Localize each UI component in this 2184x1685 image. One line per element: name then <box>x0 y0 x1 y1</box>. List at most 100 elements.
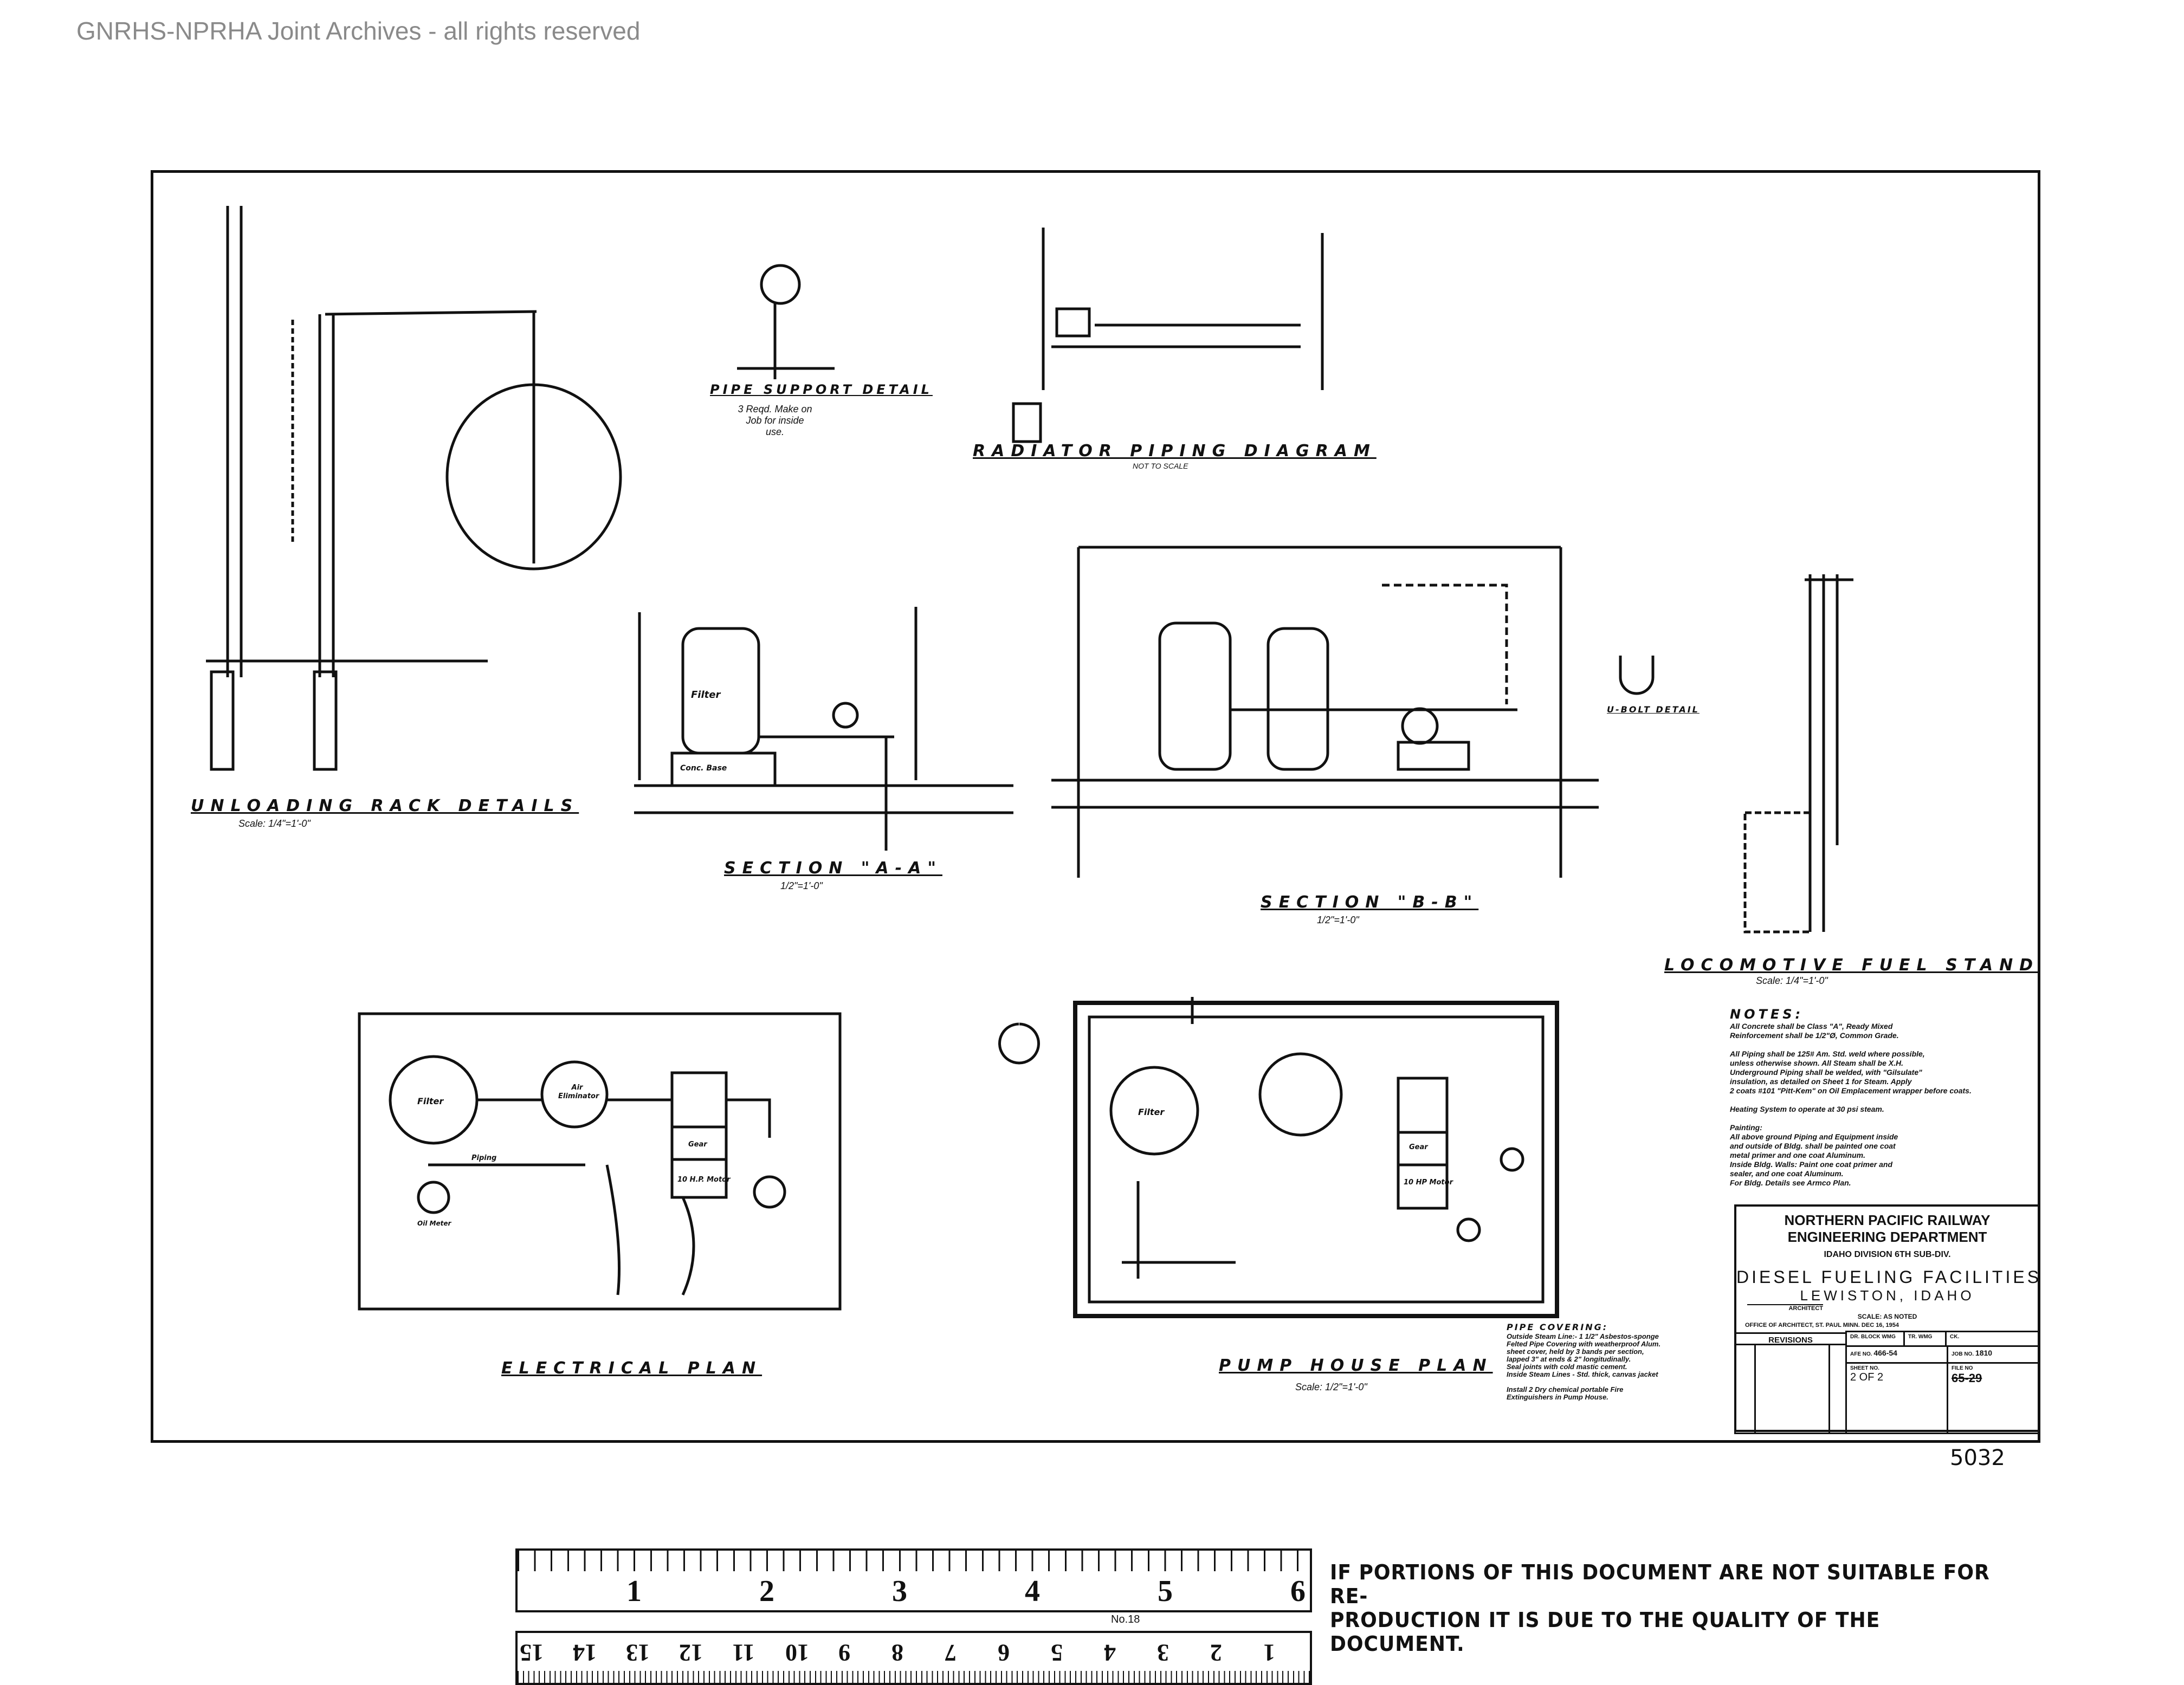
inch-number: 5 <box>1158 1574 1173 1608</box>
inch-number: 1 <box>626 1574 642 1608</box>
conc-base-label: Conc. Base <box>680 764 727 773</box>
afe-value: 466-54 <box>1873 1349 1897 1357</box>
unloading-rack-scale: Scale: 1/4"=1'-0" <box>238 818 311 829</box>
note-line: Inside Bldg. Walls: Paint one coat prime… <box>1730 1160 1893 1169</box>
pipe-support-title: PIPE SUPPORT DETAIL <box>710 382 933 397</box>
section-aa-scale: 1/2"=1'-0" <box>780 880 823 891</box>
inch-ruler <box>515 1548 1312 1612</box>
pipe-support-drawing <box>737 264 835 379</box>
cm-number: 14 <box>573 1639 597 1666</box>
pipe-covering-line: Outside Steam Line:- 1 1/2" Asbestos-spo… <box>1507 1332 1659 1340</box>
note-line: Reinforcement shall be 1/2"Ø, Common Gra… <box>1730 1031 1899 1040</box>
drawn-by: DR. BLOCK WMG <box>1845 1331 1905 1347</box>
project-title: DIESEL FUELING FACILITIES <box>1736 1267 2042 1287</box>
note-line: All Concrete shall be Class "A", Ready M… <box>1730 1022 1893 1031</box>
inch-number: 3 <box>892 1574 907 1608</box>
radiator-piping-scale: NOT TO SCALE <box>1133 462 1188 470</box>
division: IDAHO DIVISION 6TH SUB-DIV. <box>1824 1250 1951 1259</box>
cm-number: 11 <box>732 1639 755 1666</box>
pipe-support-note: 3 Reqd. Make on Job for inside use. <box>738 404 812 437</box>
note-line: metal primer and one coat Aluminum. <box>1730 1151 1865 1159</box>
architect-label: ARCHITECT <box>1747 1304 1823 1312</box>
inch-number: 2 <box>759 1574 774 1608</box>
note-line: unless otherwise shown. All Steam shall … <box>1730 1059 1904 1067</box>
note-line: Heating System to operate at 30 psi stea… <box>1730 1105 1884 1113</box>
pipe-covering-lines: Outside Steam Line:- 1 1/2" Asbestos-spo… <box>1507 1333 1723 1401</box>
unloading-rack-title: UNLOADING RACK DETAILS <box>191 796 579 815</box>
job-label: JOB NO. <box>1952 1351 1974 1357</box>
cm-number: 3 <box>1157 1639 1169 1666</box>
note-line <box>1730 1114 2033 1123</box>
drawing-border <box>151 170 2040 1443</box>
ruler-model: No.18 <box>1111 1613 1140 1625</box>
note-line: insulation, as detailed on Sheet 1 for S… <box>1730 1077 1912 1086</box>
pipe-covering-line: Seal joints with cold mastic cement. <box>1507 1363 1627 1371</box>
cm-number: 7 <box>945 1639 957 1666</box>
u-bolt-drawing <box>1619 656 1655 695</box>
elec-motor-label: 10 H.P. Motor <box>677 1176 731 1184</box>
note-line: All above ground Piping and Equipment in… <box>1730 1132 1898 1141</box>
electrical-plan-title: ELECTRICAL PLAN <box>501 1359 763 1378</box>
locomotive-fuel-stand-drawing <box>1743 574 1853 934</box>
archive-watermark: GNRHS-NPRHA Joint Archives - all rights … <box>76 17 641 45</box>
office-date: OFFICE OF ARCHITECT, ST. PAUL MINN. DEC … <box>1745 1322 1899 1328</box>
section-aa-title: SECTION "A-A" <box>724 859 942 878</box>
ph-motor-label: 10 HP Motor <box>1404 1178 1453 1187</box>
revision-col <box>1828 1344 1847 1434</box>
company-name: NORTHERN PACIFIC RAILWAY <box>1784 1212 1991 1228</box>
scale-note: SCALE: AS NOTED <box>1857 1313 1917 1320</box>
title-block: NORTHERN PACIFIC RAILWAY ENGINEERING DEP… <box>1734 1204 2042 1434</box>
elec-filter-label: Filter <box>417 1096 444 1106</box>
pump-house-plan-drawing <box>998 997 1559 1318</box>
cm-number: 2 <box>1210 1639 1222 1666</box>
note-line <box>1730 1040 2033 1049</box>
note-line: All Piping shall be 125# Am. Std. weld w… <box>1730 1049 1925 1058</box>
inch-number: 6 <box>1290 1574 1306 1608</box>
pipe-covering-line <box>1507 1378 1723 1386</box>
project-location: LEWISTON, IDAHO <box>1800 1287 1975 1304</box>
pipe-covering-line: Felted Pipe Covering with weatherproof A… <box>1507 1340 1661 1348</box>
elec-piping-label: Piping <box>471 1154 497 1162</box>
pipe-covering-line: lapped 3" at ends & 2" longitudinally. <box>1507 1355 1631 1363</box>
note-line: Painting: <box>1730 1123 1762 1132</box>
filter-label: Filter <box>691 689 721 701</box>
electrical-plan-drawing <box>358 1012 842 1311</box>
note-line: sealer, and one coat Aluminum. <box>1730 1169 1844 1178</box>
fuel-stand-title: LOCOMOTIVE FUEL STAND <box>1664 956 2040 975</box>
cm-number: 1 <box>1263 1639 1275 1666</box>
pipe-covering-line: Extinguishers in Pump House. <box>1507 1393 1608 1401</box>
unloading-rack-drawing <box>206 206 622 771</box>
pump-house-plan-scale: Scale: 1/2"=1'-0" <box>1295 1382 1367 1392</box>
cm-number: 15 <box>520 1639 544 1666</box>
u-bolt-title: U-BOLT DETAIL <box>1607 704 1700 715</box>
elec-oil-meter-label: Oil Meter <box>417 1220 451 1227</box>
note-line: 2 coats #101 "Pitt-Kem" on Oil Emplaceme… <box>1730 1086 1972 1095</box>
cm-number: 12 <box>679 1639 703 1666</box>
pipe-covering-line: Inside Steam Lines - Std. thick, canvas … <box>1507 1370 1658 1378</box>
radiator-piping-drawing <box>1012 228 1324 443</box>
file-label: FILE NO <box>1952 1365 1973 1371</box>
note-line: For Bldg. Details see Armco Plan. <box>1730 1178 1851 1187</box>
file-value: 65-29 <box>1952 1371 1982 1385</box>
elec-air-eliminator-label: Air Eliminator <box>558 1084 599 1100</box>
job-value: 1810 <box>1975 1349 1993 1357</box>
disclaimer-line-1: IF PORTIONS OF THIS DOCUMENT ARE NOT SUI… <box>1330 1560 1990 1608</box>
ph-gear-label: Gear <box>1409 1143 1428 1151</box>
notes-lines: All Concrete shall be Class "A", Ready M… <box>1730 1022 2033 1188</box>
section-bb-title: SECTION "B-B" <box>1261 893 1479 912</box>
note-line: Underground Piping shall be welded, with… <box>1730 1068 1922 1077</box>
cm-number: 5 <box>1051 1639 1063 1666</box>
inch-number: 4 <box>1025 1574 1040 1608</box>
sheet-number: SHEET NO.2 OF 2 <box>1845 1362 1948 1434</box>
notes-heading: NOTES: <box>1730 1007 1804 1022</box>
ph-filter-label: Filter <box>1138 1107 1165 1117</box>
pipe-covering-line: sheet cover, held by 3 bands per section… <box>1507 1347 1644 1356</box>
cm-number: 8 <box>891 1639 903 1666</box>
revision-col <box>1734 1344 1756 1434</box>
pipe-covering-heading: PIPE COVERING: <box>1507 1322 1608 1332</box>
section-bb-scale: 1/2"=1'-0" <box>1317 915 1359 925</box>
general-notes: NOTES: All Concrete shall be Class "A", … <box>1730 1007 2033 1188</box>
section-bb-drawing <box>1051 546 1599 878</box>
